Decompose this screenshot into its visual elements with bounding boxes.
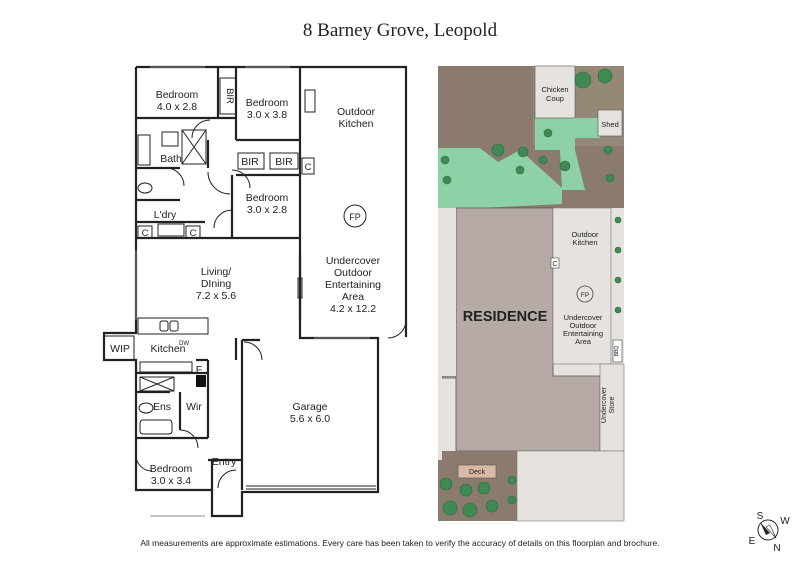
disclaimer: All measurements are approximate estimat… <box>140 538 660 548</box>
outdoor-area-size: 4.2 x 12.2 <box>330 303 376 315</box>
living-name: Living/ <box>201 266 231 278</box>
compass-e: E <box>749 536 756 547</box>
fixtures <box>137 77 367 435</box>
site-entertaining-label-3: Entertaining <box>563 329 603 338</box>
site-store-label: Undercover <box>601 386 608 423</box>
garage-size: 5.6 x 6.0 <box>290 413 330 425</box>
garage-name: Garage <box>292 401 327 413</box>
residence-label: RESIDENCE <box>463 309 548 325</box>
kitchen-walls <box>136 338 238 440</box>
compass: S W E N <box>749 511 791 554</box>
outdoor-area-name3: Entertaining <box>325 279 381 291</box>
bath-walls <box>136 140 210 224</box>
wir-label: Wir <box>186 401 202 413</box>
bath-label: Bath <box>160 153 182 165</box>
shed <box>597 109 623 137</box>
compass-needle-icon <box>760 522 770 535</box>
site-entertaining-label-4: Area <box>575 337 592 346</box>
site-plan <box>438 65 625 522</box>
page-title: 8 Barney Grove, Leopold <box>302 20 498 41</box>
bedroom1-size: 4.0 x 2.8 <box>157 101 197 113</box>
site-outdoor-kitchen-label: Outdoor <box>571 230 599 239</box>
ens-vanity <box>139 419 173 435</box>
kitchen-bench <box>139 361 193 373</box>
bir-label-2: BIR <box>275 156 293 168</box>
bedroom3-name: Bedroom <box>246 192 289 204</box>
bir-label-vertical: BIR <box>224 88 235 104</box>
site-outdoor-kitchen-label-2: Kitchen <box>572 238 597 247</box>
fireplace <box>343 204 367 228</box>
door-swings <box>135 119 407 489</box>
outdoor-kitchen-name2: Kitchen <box>338 118 373 130</box>
shed-label: Shed <box>601 120 619 129</box>
vanity <box>161 131 179 147</box>
compass-n: N <box>773 543 780 554</box>
site-store-label-2: Store <box>609 397 616 414</box>
entry-walls <box>208 458 242 490</box>
deck-label: Deck <box>469 469 485 476</box>
living-name2: DIning <box>201 278 232 290</box>
deck <box>457 464 497 479</box>
compass-w: W <box>780 516 790 527</box>
ens-shower <box>139 376 175 392</box>
dishwasher-label: DW <box>179 341 189 347</box>
outdoor-area-name: Undercover <box>326 255 381 267</box>
bedroom2-size: 3.0 x 3.8 <box>247 109 287 121</box>
kitchen-island <box>137 317 209 335</box>
outdoor-kitchen-name: Outdoor <box>337 106 375 118</box>
kitchen-label: Kitchen <box>150 343 185 355</box>
outdoor-area-name2: Outdoor <box>334 267 372 279</box>
bedroom4-name: Bedroom <box>150 463 193 475</box>
site-entertaining-label: Undercover <box>564 313 603 322</box>
compass-s: S <box>757 511 764 522</box>
bathtub <box>137 134 151 166</box>
windows <box>135 66 370 517</box>
fridge-label: F <box>196 364 202 376</box>
bir-label-1: BIR <box>241 156 259 168</box>
entry-label: Entry <box>212 456 237 468</box>
fireplace-label: FP <box>349 212 361 222</box>
bedroom3-size: 3.0 x 2.8 <box>247 204 287 216</box>
c-label-3: C <box>190 228 197 239</box>
shrubs <box>439 68 622 518</box>
site-entertaining-label-2: Outdoor <box>569 321 597 330</box>
site-c-label: C <box>552 261 557 268</box>
shower <box>181 129 207 165</box>
toilet <box>137 182 153 194</box>
site-fireplace-label: FP <box>581 292 589 299</box>
ensuite-label: Ens <box>153 401 171 413</box>
lawn <box>438 148 562 210</box>
outdoor-area-name4: Area <box>342 291 364 303</box>
bedroom2-name: Bedroom <box>246 97 289 109</box>
fridge-block <box>196 375 206 387</box>
c-label-1: C <box>305 162 312 173</box>
garage-wall <box>240 338 260 490</box>
laundry-label: L'dry <box>154 209 177 221</box>
driveway <box>516 450 625 522</box>
living-size: 7.2 x 5.6 <box>196 290 236 302</box>
bedroom1-name: Bedroom <box>156 89 199 101</box>
wip-label: WIP <box>110 343 130 355</box>
laundry-tub <box>157 223 185 237</box>
chicken-coup-label-2: Coup <box>546 94 564 103</box>
ens-toilet <box>138 402 154 414</box>
bbq-label: BBQ <box>614 346 620 357</box>
c-label-2: C <box>142 228 149 239</box>
garage-door <box>246 485 376 490</box>
floor-plan <box>102 65 408 518</box>
chicken-coup <box>534 65 576 119</box>
bedroom4-size: 3.0 x 3.4 <box>151 475 191 487</box>
chicken-coup-label: Chicken <box>541 85 568 94</box>
